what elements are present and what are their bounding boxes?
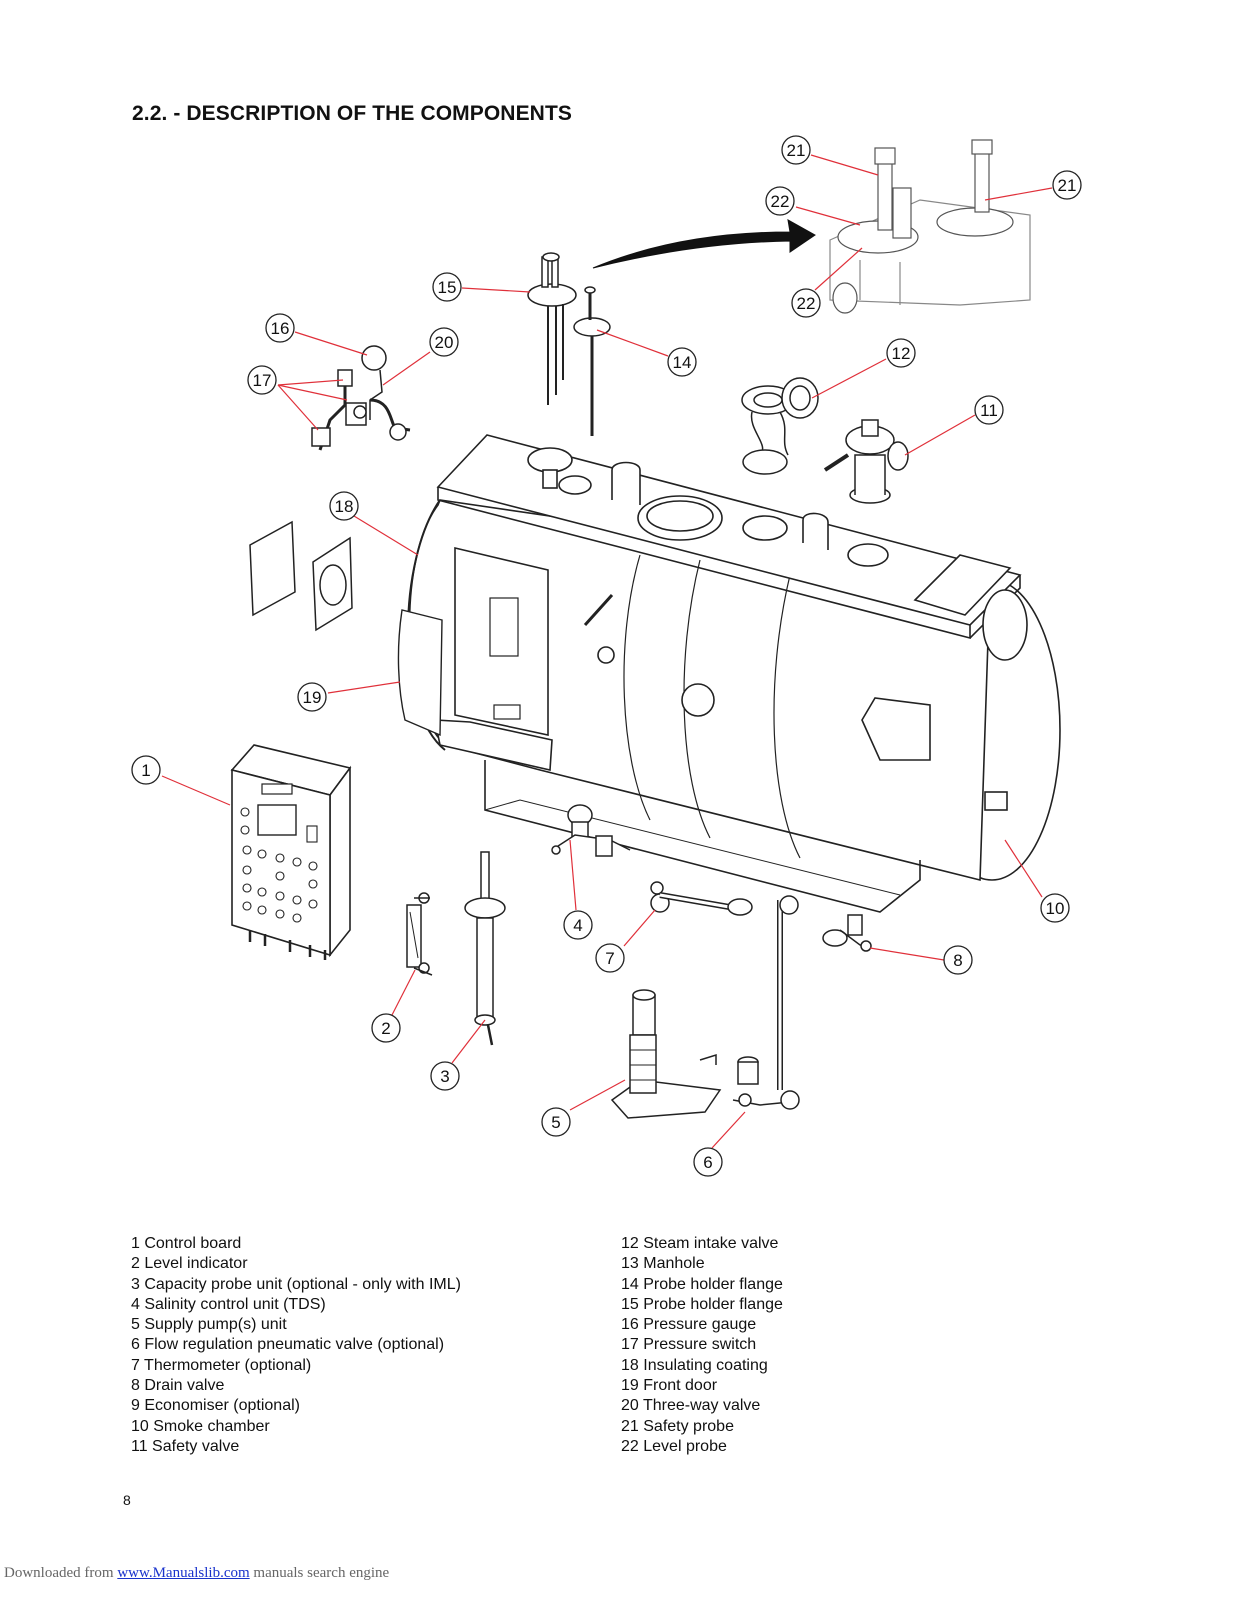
legend-item: 13 Manhole xyxy=(621,1255,705,1273)
svg-text:17: 17 xyxy=(253,371,272,390)
svg-text:21: 21 xyxy=(1058,176,1077,195)
callout-17: 17 xyxy=(247,365,277,395)
footer-prefix: Downloaded from xyxy=(4,1565,118,1581)
legend-item: 5 Supply pump(s) unit xyxy=(131,1316,287,1334)
callout-3: 3 xyxy=(430,1061,460,1091)
front-door xyxy=(397,609,443,737)
pressure-gauge xyxy=(361,345,387,371)
legend-item: 22 Level probe xyxy=(621,1437,727,1455)
svg-text:3: 3 xyxy=(440,1067,449,1086)
salinity-control-unit xyxy=(551,804,631,857)
svg-text:20: 20 xyxy=(435,333,454,352)
legend-item: 19 Front door xyxy=(621,1377,718,1395)
callouts: 1 2 3 4 5 6 7 8 10 11 12 14 15 16 17 18 … xyxy=(131,135,1082,1177)
section-title: 2.2. - DESCRIPTION OF THE COMPONENTS xyxy=(132,102,572,125)
legend-item: 1 Control board xyxy=(131,1235,242,1252)
svg-text:18: 18 xyxy=(335,497,354,516)
svg-text:1: 1 xyxy=(141,761,150,780)
level-indicator xyxy=(406,892,433,976)
legend-item: 10 Smoke chamber xyxy=(131,1417,270,1435)
legend-item: 11 Safety valve xyxy=(131,1437,240,1455)
callout-11: 11 xyxy=(974,395,1004,425)
callout-14: 14 xyxy=(667,347,697,377)
svg-text:16: 16 xyxy=(271,319,290,338)
detail-inset xyxy=(829,139,1031,314)
callout-12: 12 xyxy=(886,338,916,368)
legend-item: 16 Pressure gauge xyxy=(621,1316,757,1334)
legend-item: 15 Probe holder flange xyxy=(621,1295,783,1313)
svg-text:6: 6 xyxy=(703,1153,712,1172)
legend-item: 7 Thermometer (optional) xyxy=(131,1356,312,1374)
svg-text:11: 11 xyxy=(980,401,998,420)
capacity-probe-unit xyxy=(464,851,506,1046)
pressure-group xyxy=(311,345,411,451)
svg-text:22: 22 xyxy=(771,192,790,211)
svg-text:5: 5 xyxy=(551,1113,560,1132)
callout-19: 19 xyxy=(297,682,327,712)
manualslib-link[interactable]: www.Manualslib.com xyxy=(117,1565,250,1581)
safety-valve xyxy=(823,419,909,504)
legend-item: 17 Pressure switch xyxy=(621,1336,757,1354)
callout-1: 1 xyxy=(131,755,161,785)
front-tray xyxy=(434,719,553,771)
svg-text:22: 22 xyxy=(797,294,816,313)
legend-item: 12 Steam intake valve xyxy=(621,1235,779,1252)
detail-arrow xyxy=(592,219,816,269)
legend-item: 21 Safety probe xyxy=(621,1417,734,1435)
control-board xyxy=(230,744,352,960)
callout-18: 18 xyxy=(329,491,359,521)
callout-16: 16 xyxy=(265,313,295,343)
callout-8: 8 xyxy=(943,945,973,975)
drain-valve xyxy=(822,914,872,952)
callout-22a: 22 xyxy=(765,186,795,216)
leader-lines xyxy=(161,154,1053,1149)
svg-text:21: 21 xyxy=(787,141,806,160)
svg-text:4: 4 xyxy=(573,916,582,935)
download-footer: Downloaded from www.Manualslib.com manua… xyxy=(4,1565,389,1582)
front-panel xyxy=(454,546,549,736)
legend-item: 8 Drain valve xyxy=(131,1377,225,1395)
callout-21b: 21 xyxy=(1052,170,1082,200)
svg-text:19: 19 xyxy=(303,688,322,707)
legend-right-column: 12 Steam intake valve 13 Manhole 14 Prob… xyxy=(621,1234,783,1457)
svg-text:7: 7 xyxy=(605,949,614,968)
callout-22b: 22 xyxy=(791,288,821,318)
legend-item: 14 Probe holder flange xyxy=(621,1275,783,1293)
legend-item: 3 Capacity probe unit (optional - only w… xyxy=(131,1275,461,1293)
svg-text:15: 15 xyxy=(438,278,457,297)
callout-6: 6 xyxy=(693,1147,723,1177)
callout-7: 7 xyxy=(595,943,625,973)
svg-text:8: 8 xyxy=(953,951,962,970)
steam-intake-valve xyxy=(741,377,819,475)
callout-4: 4 xyxy=(563,910,593,940)
probe-holder-flange-15 xyxy=(527,252,577,405)
boiler-body xyxy=(397,434,1061,913)
legend-item: 2 Level indicator xyxy=(131,1255,248,1273)
callout-10: 10 xyxy=(1040,893,1070,923)
door-plates xyxy=(249,520,353,632)
probe-holder-flange-14 xyxy=(573,286,611,436)
legend-item: 6 Flow regulation pneumatic valve (optio… xyxy=(131,1336,445,1354)
legend-left-column: 1 Control board 2 Level indicator 3 Capa… xyxy=(131,1234,461,1457)
legend-item: 9 Economiser (optional) xyxy=(131,1397,300,1415)
callout-5: 5 xyxy=(541,1107,571,1137)
callout-20: 20 xyxy=(429,327,459,357)
page-number: 8 xyxy=(123,1492,131,1508)
footer-suffix: manuals search engine xyxy=(249,1565,390,1581)
svg-text:14: 14 xyxy=(673,353,692,372)
svg-text:2: 2 xyxy=(381,1019,390,1038)
callout-21a: 21 xyxy=(781,135,811,165)
legend-item: 20 Three-way valve xyxy=(621,1397,761,1415)
pneumatic-valve xyxy=(732,895,800,1110)
legend-item: 4 Salinity control unit (TDS) xyxy=(131,1295,326,1313)
svg-text:10: 10 xyxy=(1046,899,1065,918)
legend-item: 18 Insulating coating xyxy=(621,1356,768,1374)
svg-text:12: 12 xyxy=(892,344,911,363)
thermometer xyxy=(650,881,753,916)
callout-15: 15 xyxy=(432,272,462,302)
base-skid xyxy=(484,760,921,913)
callout-2: 2 xyxy=(371,1013,401,1043)
supply-pump-unit xyxy=(610,989,722,1119)
